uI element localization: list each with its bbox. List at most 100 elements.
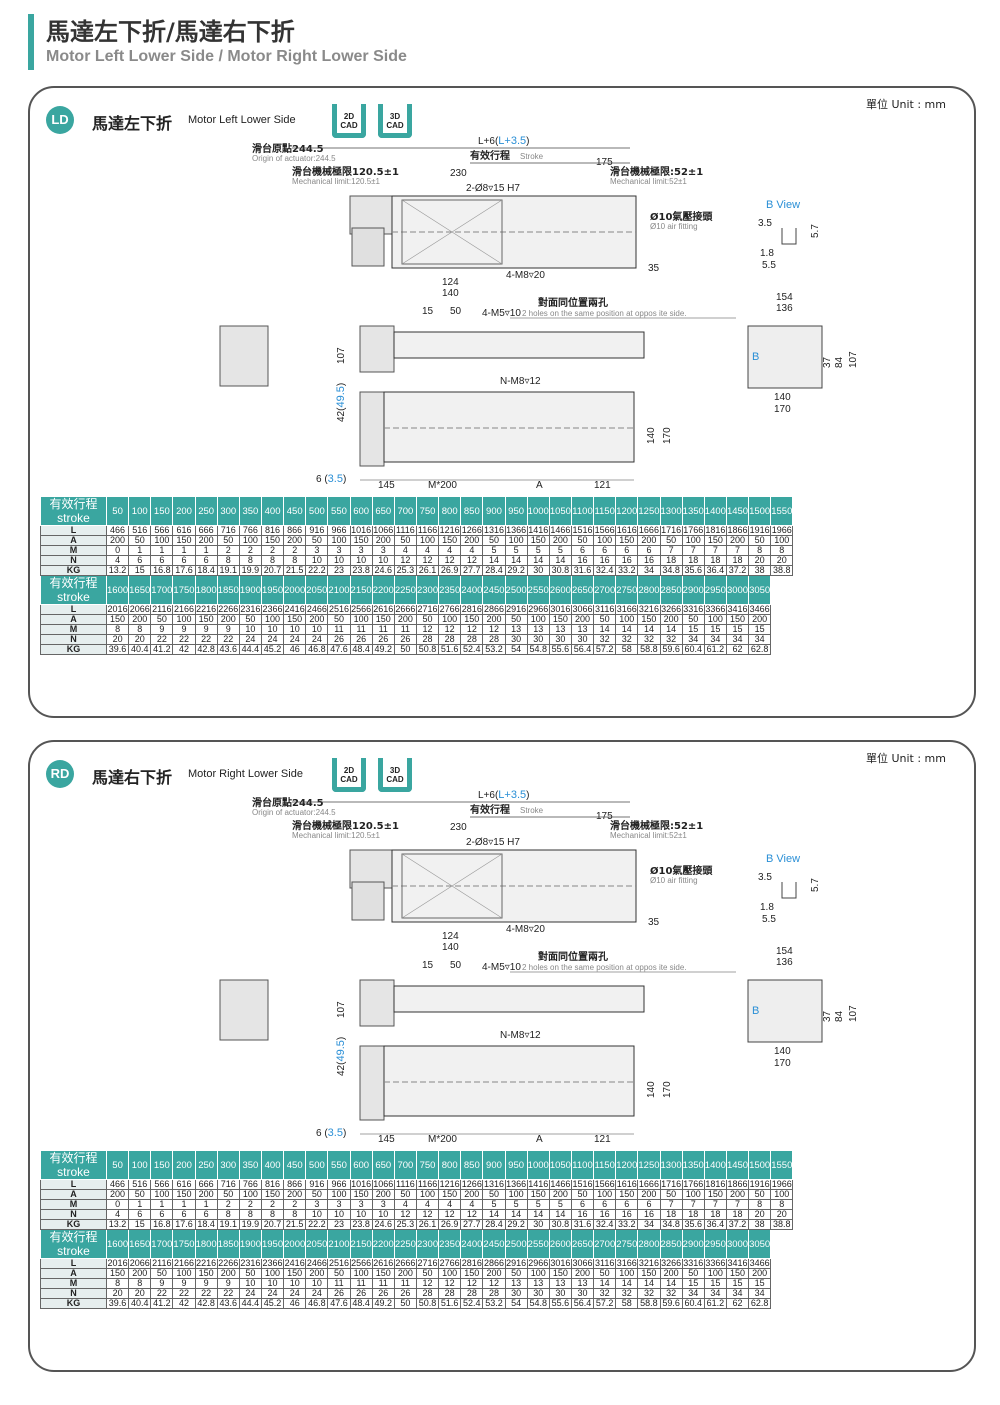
stroke-value: 2450 <box>482 1229 506 1259</box>
table-cell: 966 <box>327 1179 351 1190</box>
svg-text:Mechanical limit:52±1: Mechanical limit:52±1 <box>610 831 687 840</box>
table-cell: 24 <box>283 1288 307 1299</box>
stroke-value: 1800 <box>194 1229 218 1259</box>
table-cell: 8 <box>238 1209 262 1220</box>
table-cell: 45.2 <box>260 1298 285 1309</box>
table-cell: 1016 <box>349 1179 373 1190</box>
table-cell: 2516 <box>327 604 351 615</box>
table-cell: 30 <box>526 565 550 576</box>
table-cell: 7 <box>703 545 727 556</box>
stroke-value: 700 <box>393 1150 417 1180</box>
svg-text:145: 145 <box>378 1134 395 1145</box>
table-cell: 62 <box>725 1298 750 1309</box>
table-cell: 55.6 <box>548 644 572 655</box>
table-cell: 41.2 <box>150 1298 174 1309</box>
table-cell: 34 <box>703 634 727 645</box>
table-cell: 150 <box>371 614 395 625</box>
table-cell: 50 <box>659 535 683 546</box>
table-cell: 16 <box>593 1209 617 1220</box>
table-cell: 23 <box>327 565 351 576</box>
table-cell: 100 <box>593 535 617 546</box>
svg-text:Stroke: Stroke <box>520 806 544 815</box>
table-cell: 200 <box>216 614 240 625</box>
table-cell: 966 <box>327 525 351 536</box>
table-cell: 35.6 <box>681 565 705 576</box>
table-cell: 48.4 <box>349 644 373 655</box>
table-cell: 6 <box>128 1209 152 1220</box>
stroke-value: 250 <box>194 496 218 526</box>
table-cell: 31.6 <box>570 1219 595 1230</box>
table-cell: 1466 <box>548 525 572 536</box>
table-cell: 200 <box>460 535 484 546</box>
table-cell: 30 <box>570 1288 595 1299</box>
opposite-holes-label: 對面同位置兩孔 <box>538 950 608 963</box>
table-cell: 100 <box>615 614 639 625</box>
table-cell: 61.2 <box>703 1298 727 1309</box>
table-cell: 33.2 <box>615 1219 639 1230</box>
table-cell: 6 <box>615 545 639 556</box>
table-cell: 8 <box>128 1278 152 1289</box>
table-cell: 34.8 <box>659 565 683 576</box>
stroke-value: 1900 <box>238 1229 262 1259</box>
origin-label-en: Origin of actuator:244.5 <box>252 808 336 817</box>
table-cell: 10 <box>371 1209 395 1220</box>
table-cell: 12 <box>393 555 417 566</box>
row-label: KG <box>40 565 107 576</box>
row-label: L <box>40 604 107 615</box>
panel-title: 馬達左下折 <box>92 114 173 133</box>
table-cell: 36.4 <box>703 1219 727 1230</box>
table-cell: 1516 <box>570 525 595 536</box>
table-cell: 14 <box>504 555 528 566</box>
svg-text:107: 107 <box>336 1001 347 1018</box>
table-cell: 1116 <box>393 525 417 536</box>
model-badge: LD <box>46 106 74 134</box>
table-cell: 4 <box>105 1209 130 1220</box>
table-cell: 50 <box>748 1189 772 1200</box>
stroke-value: 100 <box>128 1150 152 1180</box>
table-cell: 6 <box>150 1209 174 1220</box>
table-cell: 100 <box>526 1268 550 1279</box>
table-cell: 1466 <box>548 1179 572 1190</box>
table-cell: 12 <box>460 1209 484 1220</box>
table-cell: 18 <box>725 1209 750 1220</box>
table-cell: 1216 <box>438 1179 462 1190</box>
table-cell: 2916 <box>504 604 528 615</box>
stroke-value: 1150 <box>593 1150 617 1180</box>
table-cell: 24 <box>283 634 307 645</box>
stroke-value: 2050 <box>305 1229 329 1259</box>
table-cell: 11 <box>393 1278 417 1289</box>
table-cell: 43.6 <box>216 644 240 655</box>
table-cell: 28 <box>415 1288 440 1299</box>
table-cell: 2466 <box>305 604 329 615</box>
stroke-value: 2100 <box>327 1229 351 1259</box>
table-cell: 7 <box>681 1199 705 1210</box>
stroke-value: 2900 <box>681 1229 705 1259</box>
svg-text:5.7: 5.7 <box>810 878 821 892</box>
table-cell: 2066 <box>128 604 152 615</box>
table-cell: 14 <box>593 624 617 635</box>
table-cell: 200 <box>548 1189 572 1200</box>
table-cell: 26.9 <box>438 1219 462 1230</box>
table-cell: 9 <box>150 1278 174 1289</box>
stroke-value: 2050 <box>305 575 329 605</box>
table-cell: 32 <box>593 1288 617 1299</box>
air-fitting-label: Ø10氣壓接頭 <box>650 864 713 877</box>
table-cell: 6 <box>194 555 218 566</box>
stroke-value: 800 <box>438 1150 462 1180</box>
table-cell: 1516 <box>570 1179 595 1190</box>
table-cell: 22 <box>172 634 196 645</box>
table-cell: 3 <box>349 545 373 556</box>
table-cell: 15 <box>725 624 750 635</box>
table-cell: 13 <box>548 624 572 635</box>
table-cell: 2566 <box>349 604 373 615</box>
table-cell: 150 <box>194 1268 218 1279</box>
